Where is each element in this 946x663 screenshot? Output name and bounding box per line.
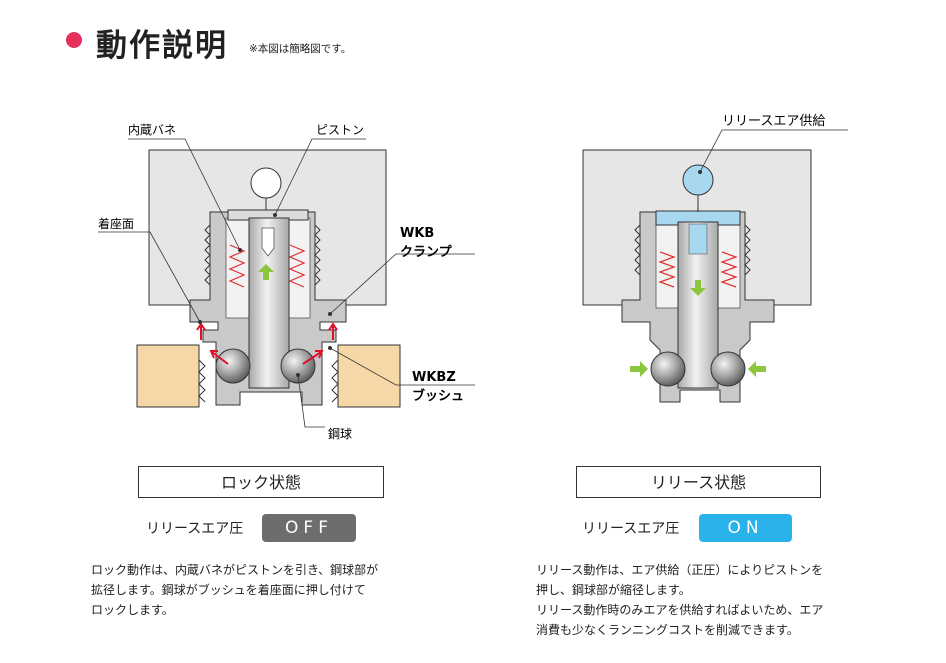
release-spring-right [720,251,738,288]
lock-description-line: ロック動作は、内蔵バネがピストンを引き、鋼球部が [91,563,379,577]
lock-description-line: ロックします。 [91,603,174,617]
label-wkbz: WKBZ [412,370,456,385]
section-bullet-icon [66,32,82,48]
steel-ball-left [215,348,251,384]
label-wkb: WKB [400,226,434,241]
clamp-thread-right [314,224,321,286]
release-ball-right [710,351,746,387]
release-pressure-label: リリースエア圧 [582,521,680,537]
piston-tip [261,227,275,257]
release-ball-left [650,351,686,387]
lock-state-diagram: 内蔵バネ ピストン 着座面 WKB クランプ WKBZ ブッシュ 鋼球 [98,123,475,441]
seat-force-arrow-left [196,322,206,340]
lock-description-line: 拡径します。鋼球がブッシュを着座面に押し付けて [91,583,366,597]
label-release-air-supply: リリースエア供給 [722,114,825,129]
label-steel-ball: 鋼球 [328,427,352,441]
piston-down-arrow [690,280,706,296]
ball-in-arrow-left [630,361,648,377]
label-wkbz-bush: ブッシュ [412,388,464,404]
label-wkb-clamp: クランプ [400,245,453,260]
clamp-thread-left [204,224,211,286]
seat-force-arrow-right [328,322,338,340]
bush-thread-left [198,359,206,403]
label-piston: ピストン [316,123,364,137]
lock-state-box: ロック状態 [138,466,384,498]
label-seating-surface: 着座面 [98,216,134,231]
air-port-ball [250,167,282,199]
release-description-line: リリース動作時のみエアを供給すればよいため、エア [536,603,824,617]
pressure-off-badge: OFF [262,514,356,542]
release-description-line: リリース動作は、エア供給（正圧）によりピストンを [536,563,824,577]
bush-thread-right [331,359,339,403]
workpiece-left [136,344,200,408]
label-internal-spring: 内蔵バネ [128,123,176,137]
ball-force-arrow-left [209,350,229,365]
release-state-diagram: リリースエア供給 [582,114,848,403]
simplified-note: ※本図は簡略図です。 [249,43,352,55]
steel-ball-right [280,348,316,384]
piston-up-arrow [258,264,274,280]
release-description-line: 消費も少なくランニングコストを削減できます。 [536,623,799,637]
release-description: リリース動作は、エア供給（正圧）によりピストンを 押し、鋼球部が縮径します。 リ… [536,560,823,640]
spring-right [288,244,306,288]
page-title: 動作説明 [96,28,228,64]
ball-in-arrow-right [748,361,766,377]
air-supply-ball [682,164,714,196]
ball-force-arrow-right [302,350,324,365]
release-spring-left [658,251,676,288]
release-description-line: 押し、鋼球部が縮径します。 [536,583,691,597]
lock-description: ロック動作は、内蔵バネがピストンを引き、鋼球部が 拡径します。鋼球がブッシュを着… [91,560,378,620]
pressure-on-badge: ON [699,514,792,542]
lock-pressure-label: リリースエア圧 [146,521,244,537]
workpiece-right [337,344,401,408]
release-state-box: リリース状態 [576,466,821,498]
spring-left [228,244,246,288]
